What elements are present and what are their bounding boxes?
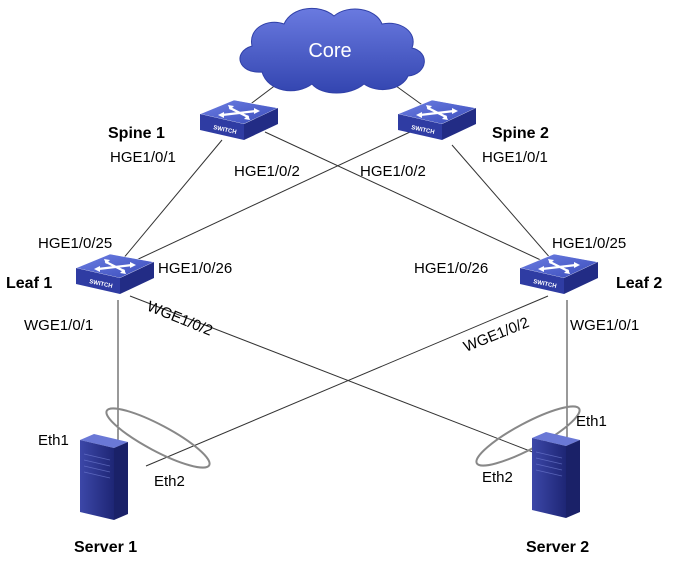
server2-name: Server 2 [526, 539, 589, 556]
leaf1-port-cross-down: WGE1/0/2 [145, 298, 216, 340]
leaf2-name: Leaf 2 [616, 275, 662, 292]
switch-badge: SWITCH [411, 125, 435, 136]
leaf1-name: Leaf 1 [6, 275, 52, 292]
spine1-port-down: HGE1/0/1 [110, 149, 176, 166]
leaf2-switch: SWITCH [518, 252, 600, 296]
switch-badge: SWITCH [533, 279, 557, 290]
spine2-switch: SWITCH [396, 98, 478, 142]
cloud-icon [239, 7, 425, 94]
spine2-name: Spine 2 [492, 125, 549, 142]
link-leaf1-server2 [129, 295, 549, 459]
server2-eth1: Eth1 [576, 413, 607, 430]
leaf1-port-cross: HGE1/0/26 [158, 260, 232, 277]
leaf2-port-cross-down: WGE1/0/2 [461, 314, 532, 356]
core-cloud: Core [239, 7, 425, 94]
spine2-port-cross: HGE1/0/2 [360, 163, 426, 180]
link-spine2-leaf1 [131, 131, 411, 263]
leaf1-port-up: HGE1/0/25 [38, 235, 112, 252]
server1-bond-ellipse [105, 407, 211, 469]
spine1-name: Spine 1 [108, 125, 165, 142]
core-label: Core [308, 40, 351, 62]
server2-icon [531, 431, 581, 519]
leaf2-port-down: WGE1/0/1 [570, 317, 639, 334]
server1-name: Server 1 [74, 539, 137, 556]
links [117, 77, 568, 467]
switch-badge: SWITCH [213, 125, 237, 136]
spine1-switch: SWITCH [198, 98, 280, 142]
server2-eth2: Eth2 [482, 469, 513, 486]
server1-eth2: Eth2 [154, 473, 185, 490]
leaf1-port-down: WGE1/0/1 [24, 317, 93, 334]
spine2-port-down: HGE1/0/1 [482, 149, 548, 166]
link-spine1-leaf2 [264, 131, 546, 263]
leaf2-port-up: HGE1/0/25 [552, 235, 626, 252]
link-spine2-leaf2 [451, 144, 553, 261]
link-spine1-leaf1 [121, 139, 223, 261]
spine1-port-cross: HGE1/0/2 [234, 163, 300, 180]
link-leaf2-server1 [145, 295, 549, 467]
server1-eth1: Eth1 [38, 432, 69, 449]
leaf1-switch: SWITCH [74, 252, 156, 296]
server1-icon [79, 433, 129, 521]
leaf2-port-cross: HGE1/0/26 [414, 260, 488, 277]
switch-badge: SWITCH [89, 279, 113, 290]
